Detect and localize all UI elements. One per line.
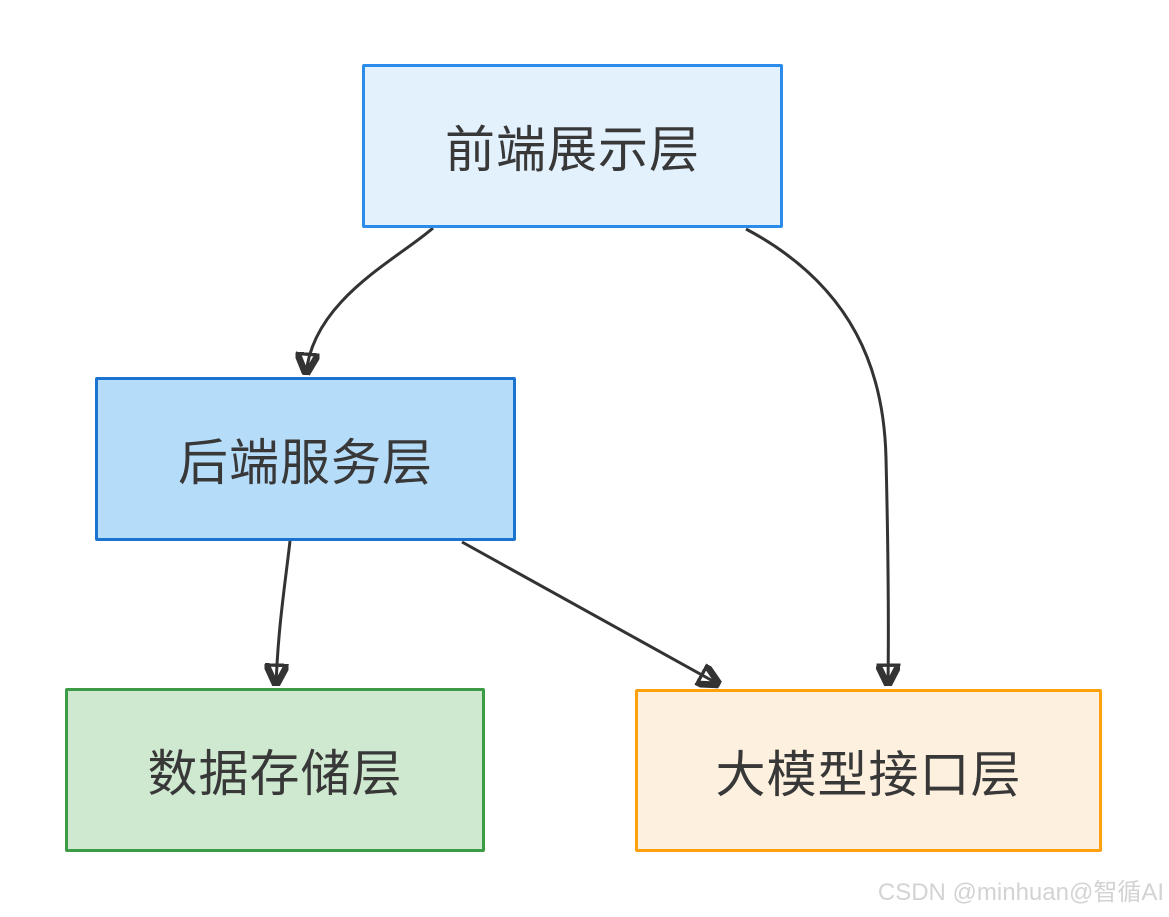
watermark: CSDN @minhuan@智循AI [877, 879, 1164, 906]
edge-backend-to-storage [276, 540, 292, 686]
node-label: 大模型接口层 [715, 746, 1022, 803]
node-backend-service-layer: 后端服务层 [95, 377, 516, 541]
node-label: 前端展示层 [445, 122, 700, 178]
node-data-storage-layer: 数据存储层 [65, 688, 485, 852]
edge-backend-to-llm-api [461, 540, 720, 685]
edge-frontend-to-llm-api [745, 227, 888, 686]
node-label: 后端服务层 [178, 435, 433, 491]
edge-frontend-to-backend [306, 226, 434, 375]
node-frontend-display-layer: 前端展示层 [362, 64, 783, 228]
node-label: 数据存储层 [147, 746, 403, 802]
node-llm-api-layer: 大模型接口层 [635, 689, 1102, 852]
